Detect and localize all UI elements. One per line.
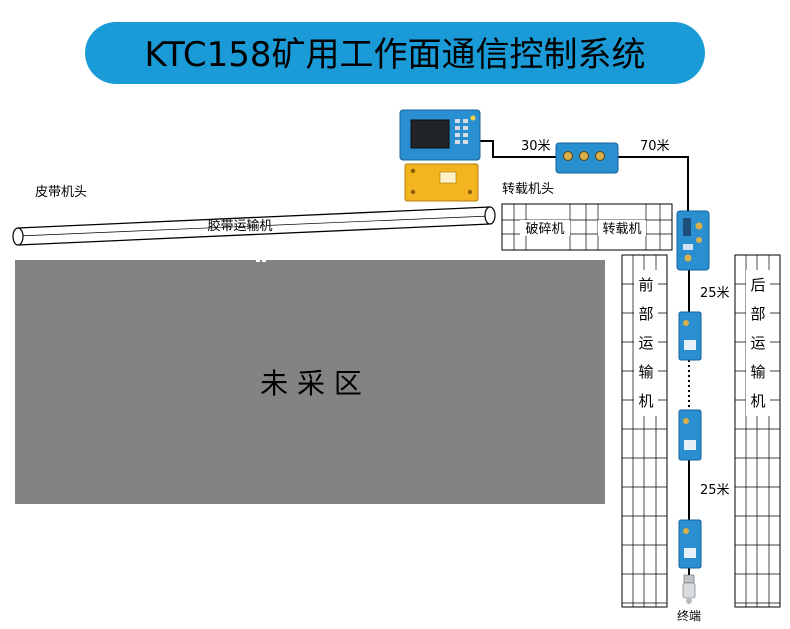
rear-conveyor-char: 运 — [750, 334, 765, 352]
communication-cables — [479, 140, 690, 578]
console-keypad — [455, 119, 468, 144]
junction-box-connector — [595, 151, 605, 161]
power-box-bolt — [410, 168, 416, 174]
main-controller-slot — [683, 218, 691, 236]
front-conveyor: 前 部 运 输 机 — [621, 254, 668, 608]
title-text: KTC158矿用工作面通信控制系统 — [144, 35, 645, 75]
control-console — [399, 109, 481, 161]
terminal-body — [682, 582, 696, 599]
comm-unit-housing — [678, 519, 702, 569]
unmined-area-block — [15, 260, 605, 504]
front-conveyor-char: 前 — [638, 276, 653, 294]
comm-unit-3 — [678, 519, 702, 569]
comm-unit-1 — [678, 311, 702, 361]
distance-labels: 30米 70米 25米 25米 — [521, 139, 730, 498]
belt-center-line — [17, 215, 491, 237]
junction-box — [555, 142, 619, 174]
power-box-bolt — [410, 189, 416, 195]
cable-junction-to-controller — [618, 156, 689, 211]
crusher-label-bg — [520, 220, 570, 236]
front-conveyor-char: 部 — [638, 305, 653, 323]
comm-unit-knob — [683, 320, 689, 326]
junction-box-connector — [579, 151, 589, 161]
power-supply-box — [404, 163, 479, 202]
main-controller-knob — [696, 237, 702, 243]
title-background — [85, 22, 705, 84]
front-conveyor-char: 运 — [638, 334, 653, 352]
front-conveyor-char: 机 — [638, 392, 653, 410]
main-controller-knob — [695, 222, 703, 230]
front-conveyor-label-bg — [634, 270, 658, 416]
main-controller-knob — [684, 254, 692, 262]
main-controller-label — [683, 244, 693, 250]
cable-console-to-junction — [479, 140, 556, 158]
console-screen — [410, 119, 450, 149]
belt-head-label: 皮带机头 — [35, 185, 87, 200]
terminal-device: 终端 — [677, 574, 701, 623]
comm-unit-housing — [678, 409, 702, 461]
belt-conveyor: 皮带机头 胶带运输机 — [12, 185, 496, 262]
front-conveyor-char: 输 — [638, 363, 653, 381]
rear-conveyor-char: 部 — [750, 305, 765, 323]
comm-unit-display — [684, 440, 696, 450]
rear-conveyor-char: 机 — [750, 392, 765, 410]
rear-conveyor-char: 输 — [750, 363, 765, 381]
rear-conveyor-label: 后 部 运 输 机 — [750, 276, 765, 410]
main-controller-housing — [676, 210, 710, 271]
comm-unit-2 — [678, 409, 702, 461]
front-conveyor-label: 前 部 运 输 机 — [638, 276, 653, 410]
terminal-tip — [686, 598, 692, 604]
belt-right-pulley — [484, 206, 496, 225]
comm-unit-display — [684, 548, 696, 558]
distance-label-25m-upper: 25米 — [700, 286, 730, 301]
crusher-transfer-grid: 破碎机 转载机 转载机头 — [501, 182, 673, 251]
unmined-area: 未 采 区 — [15, 260, 605, 504]
distance-label-70m: 70米 — [640, 139, 670, 154]
terminal-connector — [683, 574, 695, 584]
comm-unit-knob — [683, 418, 689, 424]
belt-top-edge — [17, 206, 491, 229]
rear-conveyor-char: 后 — [750, 276, 765, 294]
comm-unit-display — [684, 340, 696, 350]
title-banner: KTC158矿用工作面通信控制系统 — [85, 22, 705, 84]
belt-conveyor-label: 胶带运输机 — [207, 218, 272, 234]
main-controller — [676, 210, 710, 271]
comm-unit-housing — [678, 311, 702, 361]
terminal-label: 终端 — [677, 608, 701, 623]
distance-label-30m: 30米 — [521, 139, 551, 154]
junction-box-connector — [563, 151, 573, 161]
distance-label-25m-lower: 25米 — [700, 483, 730, 498]
transfer-label-bg — [598, 220, 646, 236]
comm-unit-knob — [683, 528, 689, 534]
power-box-bolt — [467, 189, 473, 195]
console-indicator — [470, 115, 476, 121]
crusher-label: 破碎机 — [525, 222, 564, 237]
belt-left-pulley — [12, 227, 24, 246]
transfer-head-label: 转载机头 — [502, 182, 554, 197]
transfer-label: 转载机 — [602, 222, 641, 237]
power-box-plate — [439, 171, 457, 184]
unmined-area-label: 未 采 区 — [260, 367, 362, 400]
rear-conveyor-label-bg — [746, 270, 770, 416]
belt-bottom-edge — [17, 223, 491, 246]
rear-conveyor: 后 部 运 输 机 — [734, 254, 781, 608]
